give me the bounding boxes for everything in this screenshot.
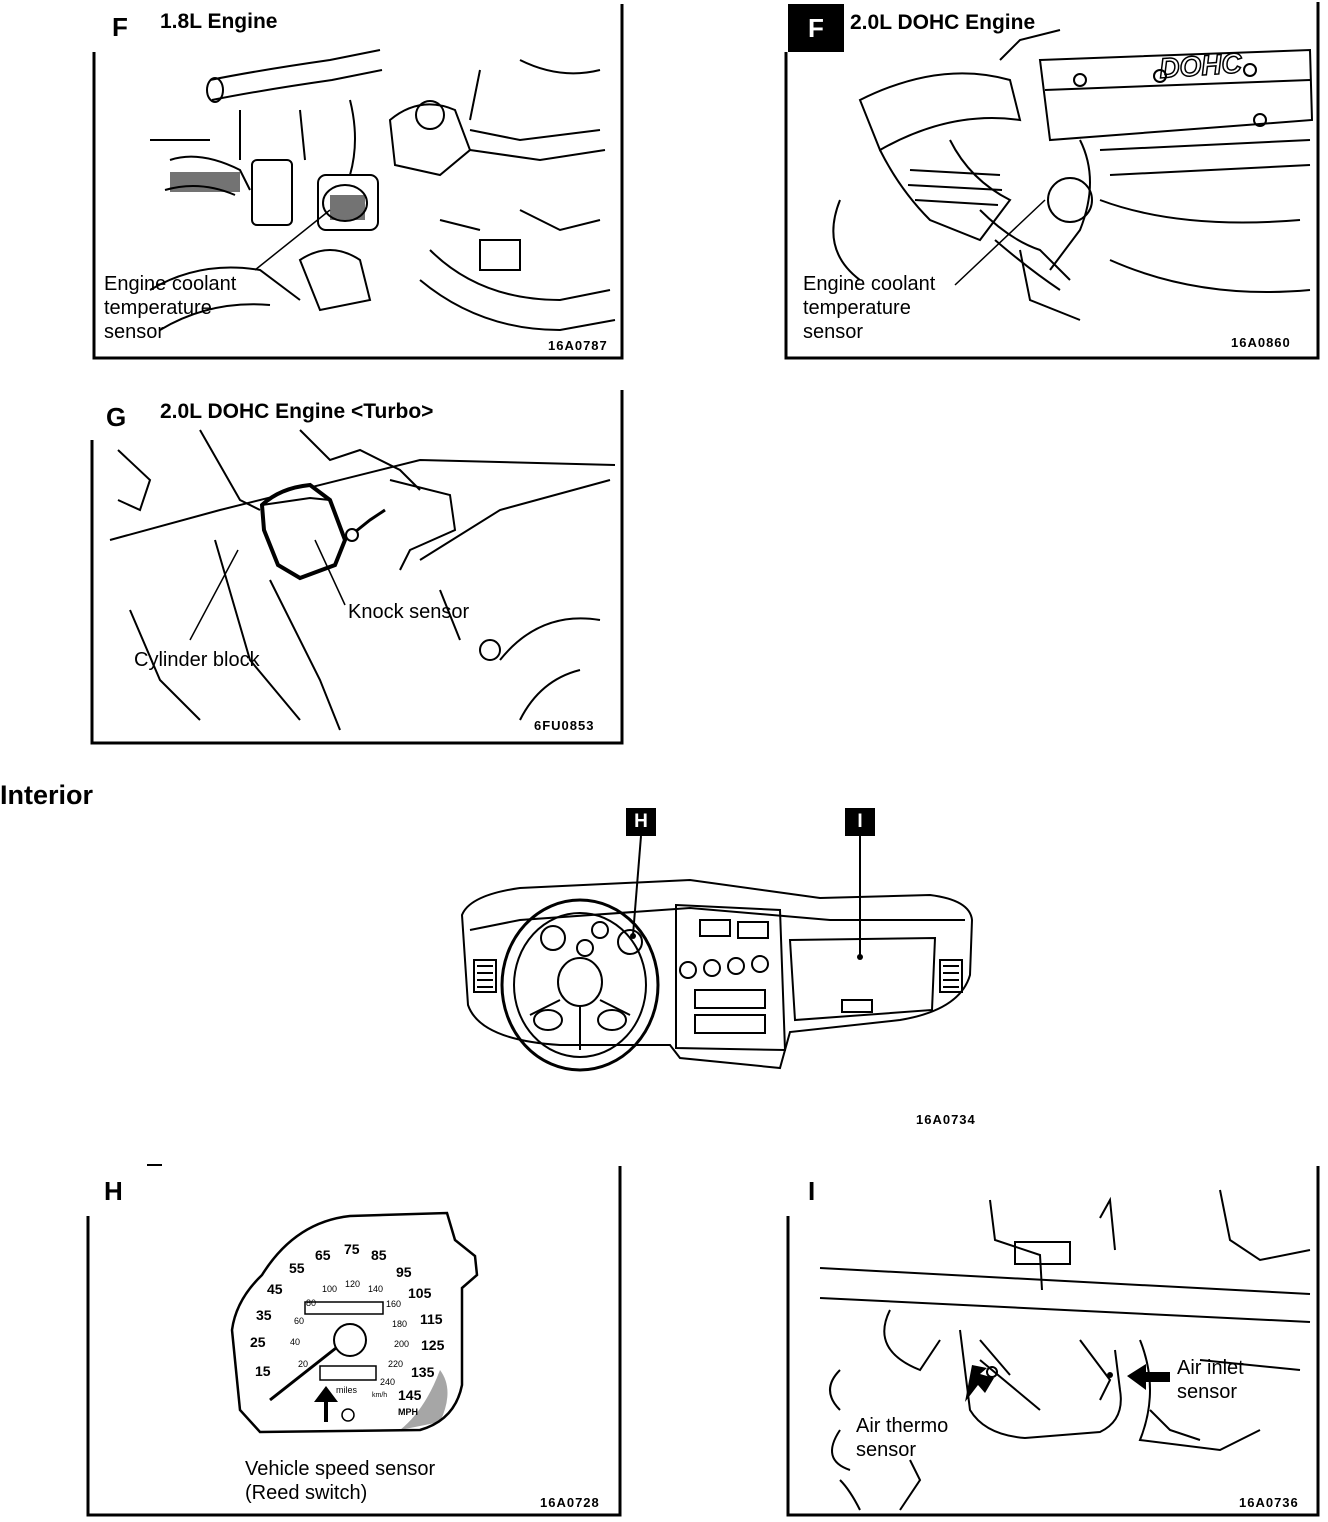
kmh-numeral: 180 bbox=[392, 1319, 408, 1329]
mph-numeral: 75 bbox=[344, 1241, 360, 1257]
mph-numeral: 145 bbox=[398, 1387, 422, 1403]
figure-code: 16A0860 bbox=[1231, 335, 1291, 350]
panel-letter: F bbox=[808, 13, 824, 43]
kmh-numeral: 20 bbox=[298, 1359, 309, 1369]
mph-unit-label: MPH bbox=[398, 1407, 418, 1417]
mph-numeral: 85 bbox=[371, 1247, 387, 1263]
air-thermo-arrow-icon bbox=[965, 1365, 994, 1402]
panel-g-turbo-engine: G 2.0L DOHC Engine <Turbo> Knock sensor … bbox=[0, 380, 640, 750]
section-heading: Interior bbox=[0, 780, 94, 810]
dashboard-illustration bbox=[0, 770, 1328, 1140]
panel-letter: F bbox=[112, 12, 128, 42]
panel-letter: I bbox=[808, 1176, 816, 1206]
panel-letter: G bbox=[106, 402, 127, 432]
panel-title: 2.0L DOHC Engine bbox=[850, 11, 1036, 34]
panel-f-2-0l-dohc-engine: DOHC F 2.0L DOHC Engine Engine coolant t… bbox=[780, 0, 1328, 365]
sensor-label: Engine coolant temperature sensor bbox=[104, 273, 237, 343]
up-arrow-icon bbox=[314, 1386, 338, 1422]
vehicle-speed-sensor-label: Vehicle speed sensor (Reed switch) bbox=[245, 1458, 436, 1504]
mph-numeral: 15 bbox=[255, 1363, 271, 1379]
mph-numeral: 35 bbox=[256, 1307, 272, 1323]
knock-sensor-shape bbox=[262, 485, 385, 578]
figure-code: 16A0734 bbox=[916, 1112, 976, 1127]
mph-numeral: 135 bbox=[411, 1364, 435, 1380]
kmh-numeral: 100 bbox=[322, 1284, 338, 1294]
mph-numeral: 95 bbox=[396, 1264, 412, 1280]
mph-numeral: 115 bbox=[420, 1311, 443, 1327]
panel-h-speedometer: H 15 25 35 45 55 65 75 85 95 105 115 125… bbox=[0, 1160, 640, 1522]
kmh-numeral: 220 bbox=[388, 1359, 404, 1369]
panel-i-air-sensors: I Air inlet sensor Air thermo sensor 16A… bbox=[780, 1160, 1328, 1522]
kmh-numeral: 140 bbox=[368, 1284, 384, 1294]
mph-numeral: 125 bbox=[421, 1337, 445, 1353]
mph-numeral: 55 bbox=[289, 1260, 305, 1276]
odometer-unit-label: miles bbox=[336, 1385, 358, 1395]
figure-code: 6FU0853 bbox=[534, 718, 595, 733]
mph-numeral: 65 bbox=[315, 1247, 331, 1263]
air-inlet-arrow-icon bbox=[1127, 1364, 1170, 1390]
callout-tag-h: H bbox=[626, 808, 656, 836]
figure-code: 16A0728 bbox=[540, 1495, 600, 1510]
air-inlet-sensor-label: Air inlet sensor bbox=[1177, 1357, 1244, 1403]
callout-tag-i: I bbox=[845, 808, 875, 836]
kmh-numeral: 40 bbox=[290, 1337, 301, 1347]
interior-overview: Interior H I bbox=[0, 770, 1328, 1140]
kmh-unit-label: km/h bbox=[372, 1392, 388, 1399]
knock-sensor-illustration bbox=[0, 380, 640, 750]
panel-letter-block bbox=[788, 4, 844, 52]
figure-code: 16A0736 bbox=[1239, 1495, 1299, 1510]
kmh-numeral: 160 bbox=[386, 1299, 402, 1309]
panel-letter: H bbox=[104, 1176, 123, 1206]
sensor-label: Engine coolant temperature sensor bbox=[803, 273, 936, 343]
panel-title: 2.0L DOHC Engine <Turbo> bbox=[160, 400, 434, 423]
engine-2-0l-dohc-illustration: DOHC bbox=[780, 0, 1328, 365]
kmh-numeral: 60 bbox=[294, 1316, 305, 1326]
cylinder-block-label: Cylinder block bbox=[134, 649, 260, 671]
engine-1-8l-illustration bbox=[0, 0, 640, 365]
air-sensors-illustration bbox=[780, 1160, 1328, 1522]
mph-numeral: 25 bbox=[250, 1334, 266, 1350]
kmh-numeral: 120 bbox=[345, 1279, 361, 1289]
air-thermo-sensor-label: Air thermo sensor bbox=[856, 1415, 949, 1461]
mph-numeral: 45 bbox=[267, 1281, 283, 1297]
panel-f-1-8l-engine: F 1.8L Engine Engine coolant temperature… bbox=[0, 0, 640, 365]
cam-cover-lettering: DOHC bbox=[1158, 47, 1243, 84]
figure-code: 16A0787 bbox=[548, 338, 608, 353]
knock-sensor-label: Knock sensor bbox=[348, 601, 470, 623]
kmh-numeral: 80 bbox=[306, 1298, 317, 1308]
mph-numeral: 105 bbox=[408, 1285, 432, 1301]
panel-title: 1.8L Engine bbox=[160, 10, 278, 33]
kmh-numeral: 240 bbox=[380, 1377, 396, 1387]
speedometer-illustration bbox=[0, 1160, 640, 1522]
kmh-numeral: 200 bbox=[394, 1339, 410, 1349]
